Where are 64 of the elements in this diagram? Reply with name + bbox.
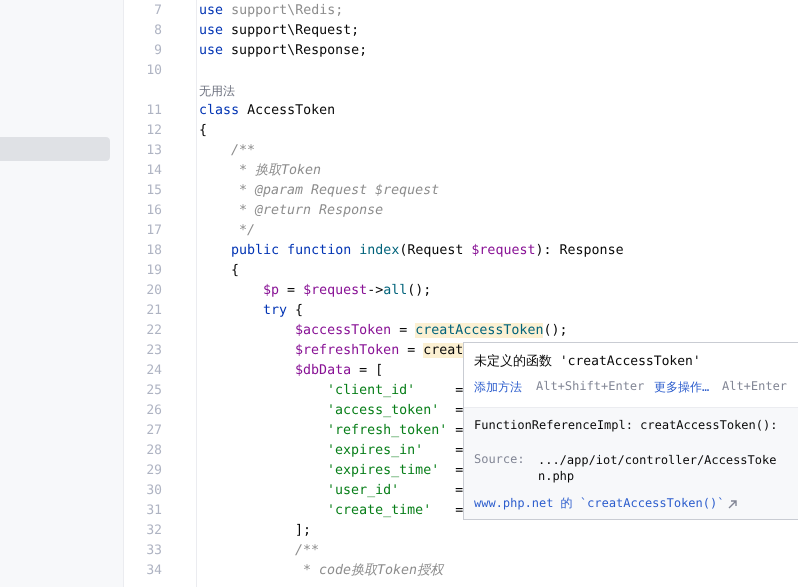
code-line: $dbData = [ [295,362,384,380]
shortcut-hint: Alt+Shift+Enter [536,379,644,393]
line-number: 19 [145,262,162,280]
line-number: 22 [145,322,162,340]
line-number: 23 [145,342,162,360]
documentation-link: www.php.net 的 `creatAccessToken()` [474,495,724,512]
code-line: use support\Redis; [199,2,344,20]
reference-text: FunctionReferenceImpl: creatAccessToken(): [474,418,778,432]
line-number: 34 [145,562,162,580]
source-label: Source: [474,452,525,466]
quick-fix-link: 添加方法 [474,379,522,396]
code-line: 'expires_time' = [327,462,464,480]
code-comment: /** [295,542,320,560]
code-line: use support\Response; [199,42,368,60]
line-number: 20 [145,282,162,300]
line-number: 32 [145,522,162,540]
line-number: 17 [145,222,162,240]
line-number: 27 [145,422,162,440]
code-line: $p = $request->all(); [263,282,432,300]
code-comment: * @param Request $request [239,182,440,200]
more-actions-link: 更多操作… [654,379,710,396]
line-number: 10 [145,62,162,80]
line-number: 24 [145,362,162,380]
inlay-hint: 无用法 [199,83,235,100]
code-line: 'user_id' = [327,482,464,500]
code-comment: * code换取Token授权 [303,562,444,580]
code-line: use support\Request; [199,22,360,40]
line-number: 29 [145,462,162,480]
line-number: 25 [145,382,162,400]
line-number: 18 [145,242,162,260]
line-number: 14 [145,162,162,180]
code-comment: * @return Response [239,202,384,220]
code-line: 'client_id' = [327,382,464,400]
code-line: 'access_token' = [327,402,464,420]
code-line: class AccessToken [199,102,336,120]
shortcut-hint: Alt+Enter [722,379,788,393]
code-line: 'create_time' = [327,502,464,520]
error-message: 未定义的函数 'creatAccessToken' [474,353,701,370]
line-number: 9 [153,42,162,60]
line-number: 30 [145,482,162,500]
code-comment: */ [239,222,256,240]
line-number: 8 [153,22,162,40]
line-number: 21 [145,302,162,320]
code-comment: * 换取Token [239,162,322,180]
line-number: 13 [145,142,162,160]
line-number: 15 [145,182,162,200]
tooltip-popup [463,342,798,520]
code-line: { [231,262,240,280]
line-number: 31 [145,502,162,520]
line-number: 16 [145,202,162,220]
code-line: 'expires_in' = [327,442,464,460]
code-line: try { [263,302,304,320]
line-number: 33 [145,542,162,560]
code-comment: /** [231,142,256,160]
code-line: ]; [295,522,312,540]
line-number: 7 [153,2,162,20]
code-line: public function index(Request $request): Response [231,242,624,260]
line-number: 12 [145,122,162,140]
line-number: 11 [145,102,162,120]
source-path: .../app/iot/controller/AccessToken.php [538,452,778,484]
code-line: { [199,122,208,140]
line-number: 26 [145,402,162,420]
code-line: $accessToken = creatAccessToken(); [295,322,568,340]
line-number: 28 [145,442,162,460]
